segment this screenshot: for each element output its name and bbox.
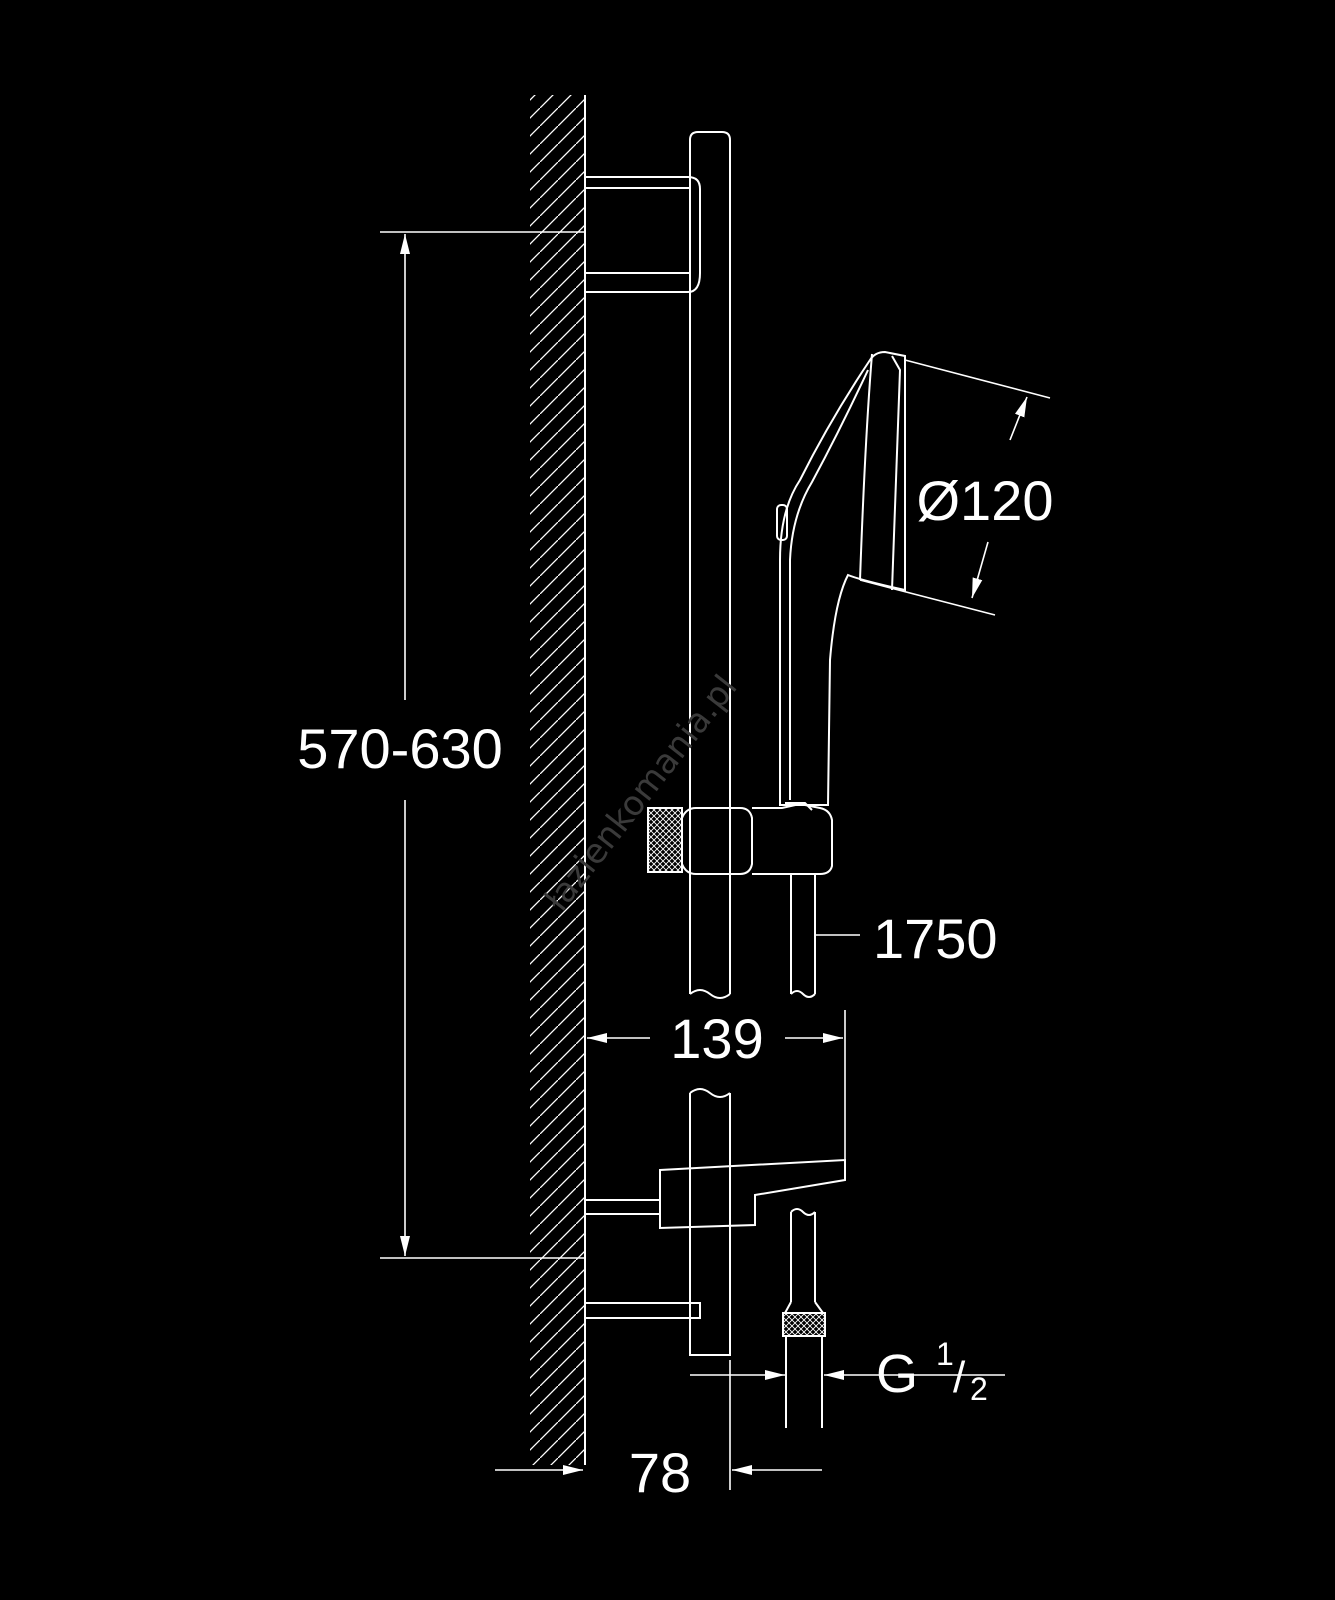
slider-clamp — [681, 807, 753, 875]
upper-wall-bracket — [585, 176, 701, 293]
thread-letter: G — [876, 1344, 918, 1404]
slider-holder-cup — [752, 802, 833, 875]
lower-wall-bracket — [585, 1199, 701, 1319]
thread-numerator: 1 — [936, 1336, 954, 1372]
wall — [530, 95, 586, 1465]
hand-shower-inner-edge — [789, 369, 869, 800]
wall-offset-label: 78 — [629, 1441, 691, 1504]
hose-nut-taper — [784, 1301, 824, 1314]
rail-bar-lower — [689, 1093, 731, 1356]
hose-lower — [790, 1212, 816, 1302]
spray-face-left — [859, 353, 873, 581]
shower-hose — [782, 874, 826, 1428]
thread-label: G 1 / 2 — [876, 1336, 988, 1407]
rail-bar-break-bottom — [689, 1088, 731, 1098]
spray-face-right — [891, 355, 902, 591]
spray-mode-button — [776, 504, 788, 541]
hose-knurled-nut — [782, 1312, 826, 1337]
dimension-wall-offset — [495, 1360, 822, 1490]
dimension-head-diameter — [859, 359, 1051, 616]
head-diameter-label: Ø120 — [917, 469, 1054, 532]
shelf-body — [659, 1158, 846, 1230]
shower-shelf — [659, 1158, 846, 1230]
thread-slash: / — [953, 1353, 966, 1402]
hand-shower — [776, 350, 906, 806]
dimension-height-range — [380, 231, 585, 1259]
slider-knurled-grip — [647, 807, 683, 873]
wall-hatching — [530, 95, 585, 1465]
height-range-label: 570-630 — [297, 717, 503, 780]
rail-bar-break-top — [689, 989, 731, 999]
hose-length-label: 1750 — [873, 907, 998, 970]
holder-top-detail — [785, 802, 813, 811]
hose-upper — [790, 874, 816, 994]
hose-upper-break — [790, 990, 816, 998]
thread-denominator: 2 — [970, 1371, 988, 1407]
hose-lower-break — [790, 1208, 816, 1216]
slider-holder — [647, 802, 833, 875]
hose-connector-thread — [785, 1336, 823, 1428]
bar-projection-label: 139 — [670, 1007, 763, 1070]
dimension-bar-projection — [587, 1010, 846, 1160]
rail-bar-upper — [689, 131, 731, 994]
shower-rail — [585, 131, 731, 1356]
hand-shower-body — [779, 350, 906, 806]
